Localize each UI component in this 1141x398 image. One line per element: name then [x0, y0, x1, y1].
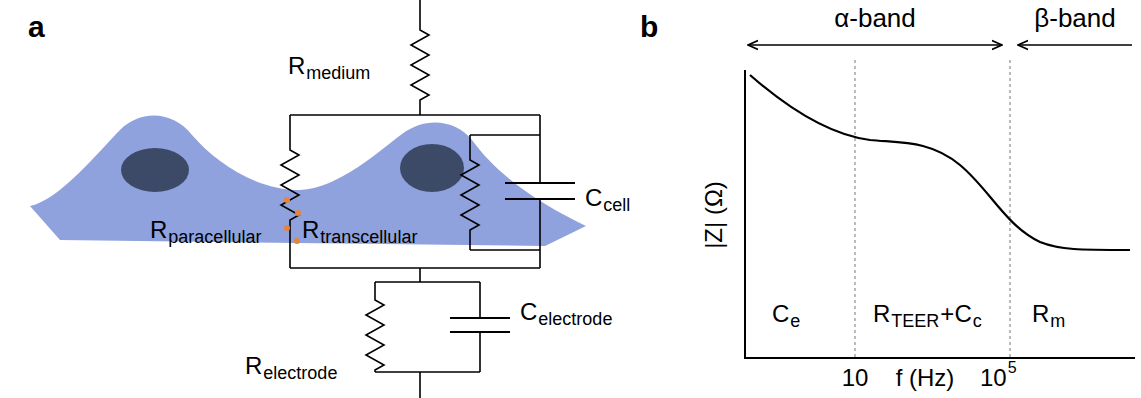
component-subscript: paracellular	[168, 228, 261, 246]
axis-title: |Z| (Ω)	[702, 181, 726, 249]
wire	[479, 282, 481, 372]
impedance-curve	[750, 75, 1130, 250]
panel-letter: a	[28, 12, 45, 42]
region-subscript: e	[790, 312, 800, 330]
component-subscript: medium	[306, 64, 370, 82]
component-symbol: R	[302, 218, 319, 242]
axes	[745, 70, 1135, 358]
resistor-symbol	[461, 135, 479, 250]
component-subscript: electrode	[263, 364, 337, 382]
band-label: α-band	[834, 5, 916, 31]
panel-letter: b	[640, 12, 658, 42]
component-subscript: transcellular	[320, 228, 417, 246]
wire	[470, 115, 540, 268]
component-symbol: C	[520, 300, 537, 324]
capacitor-symbol	[450, 318, 510, 332]
nucleus	[400, 144, 464, 192]
tick-exponent: 5	[1008, 360, 1017, 376]
region-subscript: m	[1050, 312, 1065, 330]
axis-title: f (Hz)	[896, 366, 955, 390]
band-arrow	[1018, 44, 1132, 45]
resistor-symbol	[366, 282, 384, 372]
resistor-symbol	[281, 115, 299, 268]
nucleus	[121, 148, 189, 192]
component-symbol: R	[245, 354, 262, 378]
resistor-symbol	[411, 0, 429, 115]
component-symbol: R	[288, 54, 305, 78]
region-label: R	[873, 302, 890, 326]
capacitor-symbol	[505, 183, 575, 199]
region-label: R	[1032, 302, 1049, 326]
component-subscript: cell	[603, 196, 630, 214]
region-subscript: c	[973, 312, 982, 330]
tick-label: 10	[980, 366, 1007, 390]
junction-dots	[284, 197, 301, 244]
region-label: +C	[940, 302, 971, 326]
component-subscript: electrode	[538, 310, 612, 328]
band-arrow	[748, 44, 1002, 45]
component-symbol: R	[150, 218, 167, 242]
wire	[290, 114, 540, 116]
tick-label: 10	[842, 366, 869, 390]
component-symbol: C	[585, 186, 602, 210]
band-label: β-band	[1034, 5, 1115, 31]
region-label: C	[772, 302, 789, 326]
band-divider	[855, 60, 1010, 358]
region-subscript: TEER	[891, 312, 939, 330]
